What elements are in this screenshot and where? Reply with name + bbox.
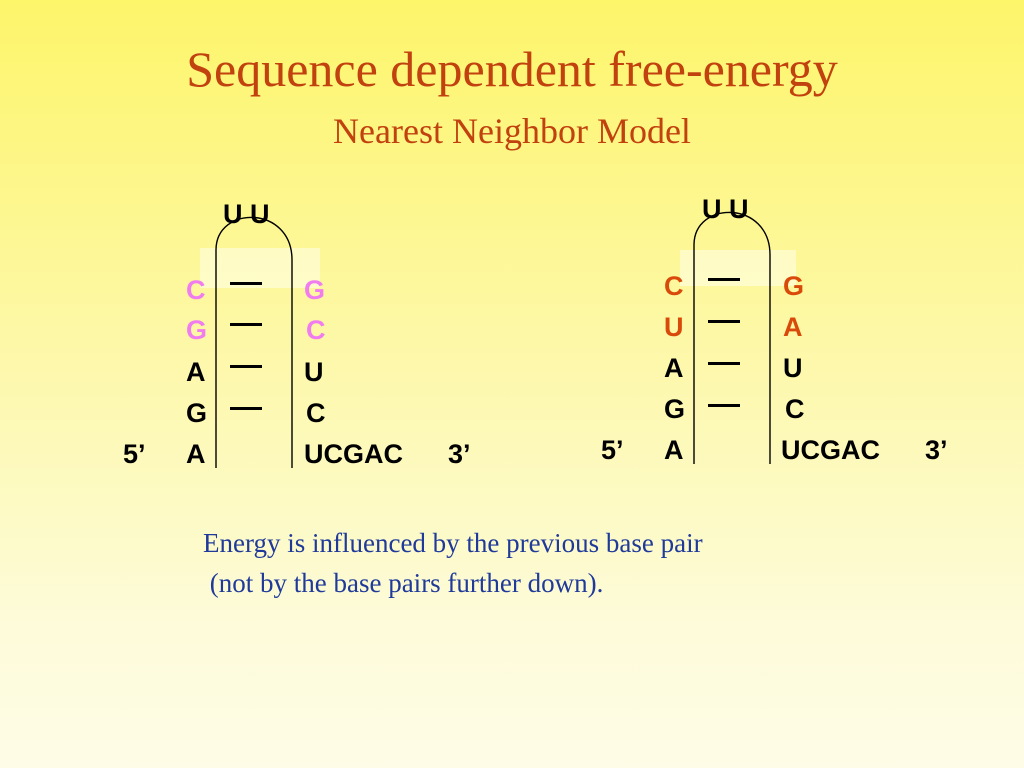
hairpin-2-left-base-1: C bbox=[664, 271, 684, 301]
hairpin-1-loop-bases: U U bbox=[223, 199, 270, 229]
hairpin-2-pair-mark-2 bbox=[708, 320, 740, 323]
note-line-2: (not by the base pairs further down). bbox=[203, 568, 604, 598]
hairpin-1-pair-mark-2 bbox=[230, 323, 262, 326]
hairpin-1-left-base-5: A bbox=[186, 439, 206, 469]
hairpin-1-right-base-2: C bbox=[306, 315, 326, 345]
hairpin-2-loop-arc bbox=[693, 211, 771, 464]
hairpin-2-right-base-4: C bbox=[785, 394, 805, 424]
note-line-1: Energy is influenced by the previous bas… bbox=[203, 528, 703, 558]
hairpin-2-left-base-4: G bbox=[664, 394, 686, 424]
hairpin-2-left-base-2: U bbox=[664, 312, 684, 342]
hairpin-1-loop-arc bbox=[215, 216, 293, 468]
hairpin-1-left-base-1: C bbox=[186, 275, 206, 305]
hairpin-1-right-base-1: G bbox=[304, 275, 326, 305]
hairpin-2-left-base-3: A bbox=[664, 353, 684, 383]
hairpin-1-right-base-4: C bbox=[306, 398, 326, 428]
hairpin-2-right-base-3: U bbox=[783, 353, 803, 383]
hairpin-2-five-prime-label: 5’ bbox=[601, 435, 624, 465]
hairpin-1-three-prime-label: 3’ bbox=[448, 439, 471, 469]
hairpin-1-pair-mark-3 bbox=[230, 365, 262, 368]
hairpin-1-left-base-4: G bbox=[186, 398, 208, 428]
hairpin-1-right-base-3: U bbox=[304, 357, 324, 387]
hairpin-2-three-prime-label: 3’ bbox=[925, 435, 948, 465]
hairpin-1-left-base-3: A bbox=[186, 357, 206, 387]
hairpin-2-right-base-2: A bbox=[783, 312, 803, 342]
slide-subtitle: Nearest Neighbor Model bbox=[333, 111, 691, 151]
hairpin-2-pair-mark-4 bbox=[708, 404, 740, 407]
hairpin-1-five-prime-label: 5’ bbox=[123, 439, 146, 469]
hairpin-2-pair-mark-1 bbox=[708, 278, 740, 281]
slide-title: Sequence dependent free-energy bbox=[186, 41, 838, 97]
hairpin-1-pair-mark-4 bbox=[230, 407, 262, 410]
hairpin-2-loop-bases: U U bbox=[702, 194, 749, 224]
hairpin-2-right-base-5: UCGAC bbox=[781, 435, 880, 465]
hairpin-2-left-base-5: A bbox=[664, 435, 684, 465]
hairpin-1-stem-shade bbox=[200, 248, 320, 288]
hairpin-1-right-base-5: UCGAC bbox=[304, 439, 403, 469]
hairpin-1-left-base-2: G bbox=[186, 315, 208, 345]
hairpin-2-pair-mark-3 bbox=[708, 362, 740, 365]
hairpin-2-right-base-1: G bbox=[783, 271, 805, 301]
hairpin-1-pair-mark-1 bbox=[230, 282, 262, 285]
